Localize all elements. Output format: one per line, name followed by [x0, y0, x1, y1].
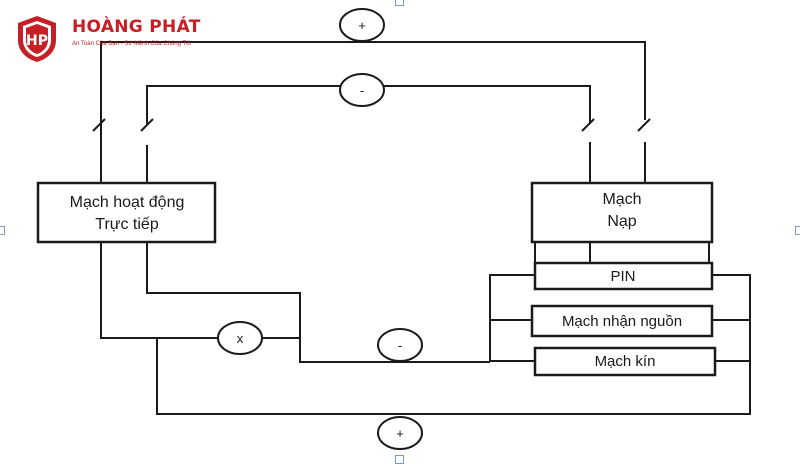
- resize-handle-right[interactable]: [795, 226, 800, 235]
- wire-top-positive: [100, 41, 646, 145]
- terminal-load-x-label: x: [237, 331, 244, 346]
- brand-initials: HP: [26, 33, 48, 49]
- resize-handle-bottom[interactable]: [395, 455, 404, 464]
- terminal-top-positive-label: +: [358, 18, 366, 33]
- shield-icon: HP: [18, 16, 56, 62]
- brand-slogan: An Toàn Của Bạn - Sứ Mệnh Của Chúng Tôi: [72, 41, 191, 47]
- terminal-bottom-positive: [377, 416, 423, 450]
- terminal-middle-negative: [377, 328, 423, 362]
- wire-left-bus: [489, 274, 535, 362]
- direct-circuit-label-line2: Trực tiếp: [95, 216, 159, 233]
- wire-left-outer-down: [100, 242, 218, 339]
- terminal-bottom-positive-label: +: [396, 426, 404, 441]
- battery-label: PIN: [610, 268, 635, 285]
- power-receiver-label: Mạch nhận nguồn: [562, 313, 682, 330]
- brand-name: HOÀNG PHÁT: [72, 17, 201, 37]
- direct-circuit-label-line1: Mạch hoạt động: [70, 194, 185, 211]
- charge-circuit-label-line1: Mạch: [602, 191, 641, 208]
- terminal-middle-negative-label: -: [398, 338, 402, 353]
- switch-right-inner: [581, 118, 595, 132]
- box-battery: [533, 261, 714, 291]
- terminal-top-negative-label: -: [360, 83, 364, 98]
- brand-logo: HP HOÀNG PHÁT An Toàn Của Bạn - Sứ Mệnh …: [14, 14, 214, 64]
- wire-bottom-positive: [156, 274, 751, 415]
- box-closed-circuit: [533, 346, 717, 377]
- resize-handle-top[interactable]: [395, 0, 404, 6]
- switch-left-outer: [92, 118, 106, 132]
- switch-left-inner: [140, 118, 154, 132]
- closed-circuit-label: Mạch kín: [595, 353, 656, 370]
- terminal-top-negative: [339, 73, 385, 107]
- charge-circuit-label-line2: Nạp: [607, 213, 636, 230]
- terminal-top-positive: [339, 8, 385, 42]
- box-charge-circuit: [530, 181, 714, 244]
- box-direct-circuit: [36, 181, 217, 244]
- switch-right-outer: [637, 118, 651, 132]
- terminal-load-x: [217, 321, 263, 355]
- box-power-receiver: [530, 304, 714, 338]
- wire-left-inner-down: [146, 242, 490, 363]
- resize-handle-left[interactable]: [0, 226, 5, 235]
